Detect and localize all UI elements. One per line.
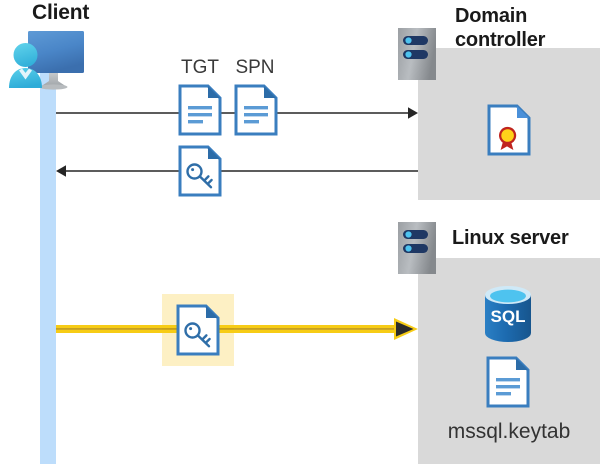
domain-controller-label-line1: Domain bbox=[455, 5, 528, 27]
tgt-document-icon bbox=[178, 84, 222, 136]
keytab-filename-label: mssql.keytab bbox=[447, 420, 571, 443]
flow-request-arrow bbox=[56, 106, 418, 120]
certificate-document-icon bbox=[487, 104, 531, 156]
domain-controller-server-rack-icon bbox=[398, 28, 436, 80]
client-label: Client bbox=[32, 1, 90, 24]
linux-server-rack-icon bbox=[398, 222, 436, 274]
spn-document-icon bbox=[234, 84, 278, 136]
client-icon bbox=[6, 26, 90, 98]
spn-label: SPN bbox=[235, 57, 275, 78]
linux-server-label: Linux server bbox=[452, 227, 569, 249]
tgt-label: TGT bbox=[181, 57, 219, 78]
service-ticket-key-document-icon bbox=[178, 145, 222, 197]
client-lifeline bbox=[40, 62, 56, 464]
keytab-document-icon bbox=[486, 356, 530, 408]
flow-linux-ticket-arrow bbox=[56, 312, 418, 348]
domain-controller-label: Domain controller bbox=[455, 4, 600, 52]
flow-ticket-reply-arrow bbox=[56, 164, 418, 178]
sql-database-text: SQL bbox=[491, 307, 526, 326]
sql-database-icon: SQL bbox=[479, 284, 537, 346]
domain-controller-label-line2: controller bbox=[455, 29, 546, 51]
linux-service-ticket-key-document-icon bbox=[176, 304, 220, 356]
